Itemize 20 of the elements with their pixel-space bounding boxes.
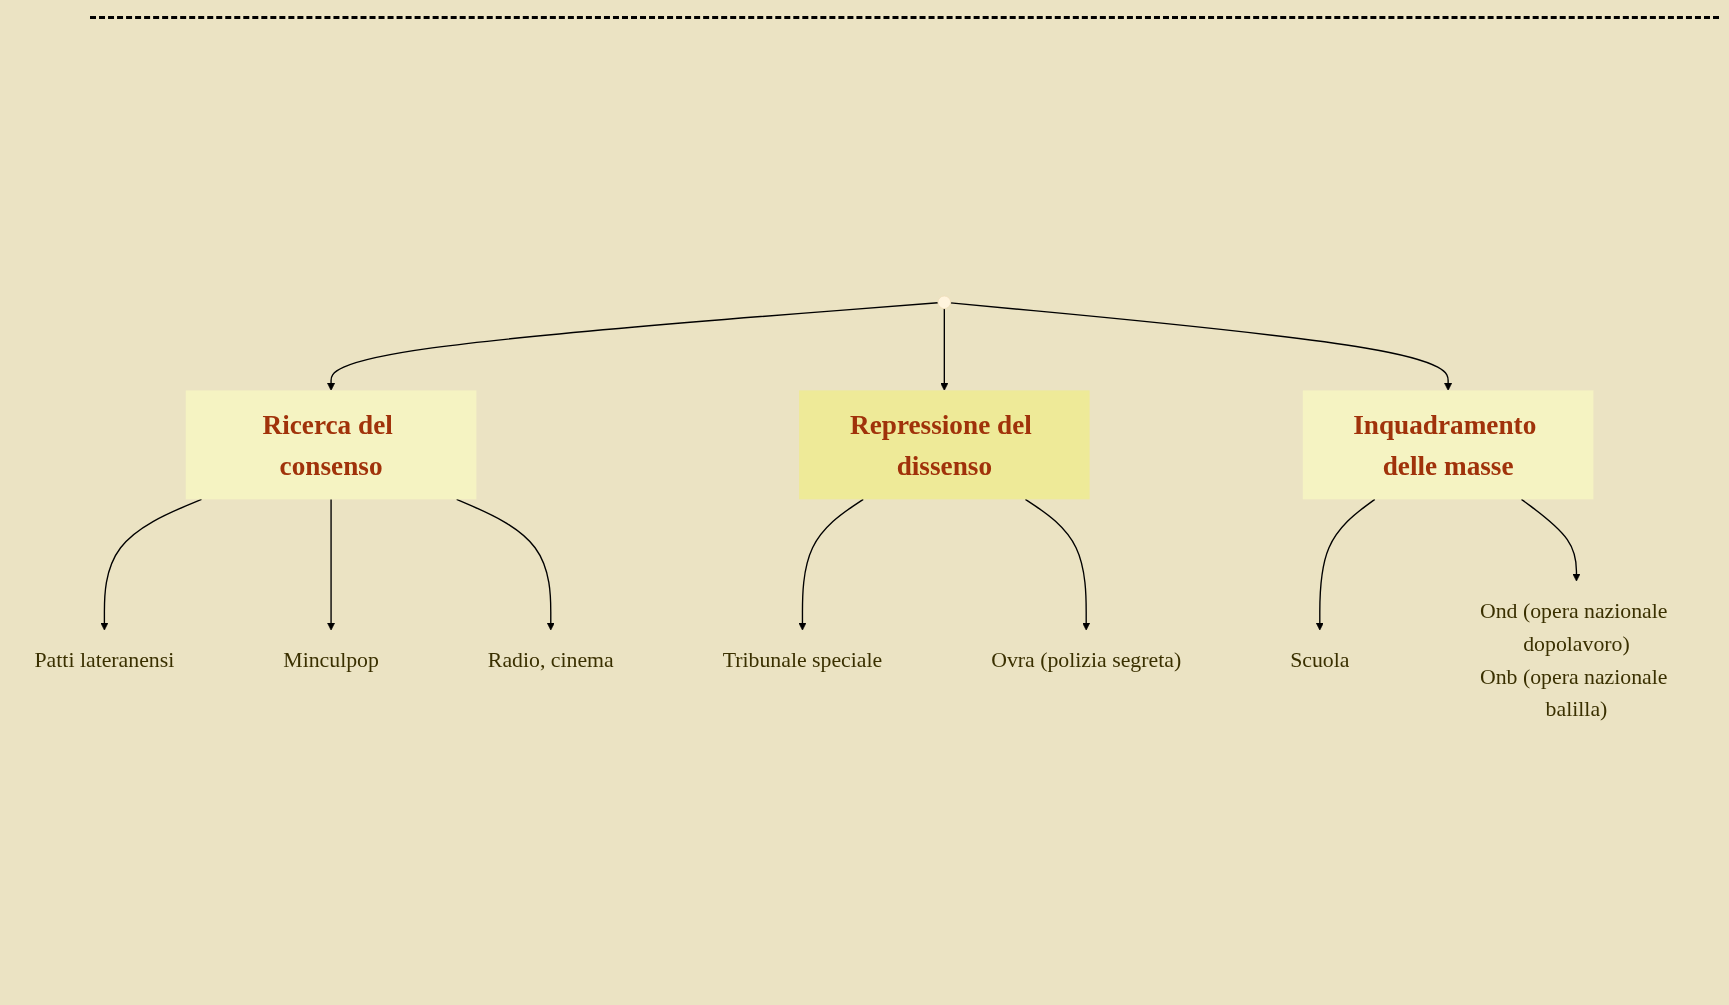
node-text: Tribunale speciale	[722, 648, 883, 672]
arrow	[327, 302, 939, 391]
arrow	[1520, 498, 1581, 582]
arrow	[455, 498, 555, 631]
node-box: Repressione del dissenso	[799, 390, 1090, 500]
node-text: Minculpop	[283, 648, 379, 672]
node-text: Patti lateranensi	[34, 648, 175, 672]
arrow	[949, 302, 1453, 391]
node-text: Ovra (polizia segreta)	[991, 648, 1182, 672]
node-text: Radio, cinema	[487, 648, 614, 672]
arrow	[1024, 498, 1091, 631]
arrow	[100, 498, 203, 631]
node-text: Ond (opera nazionale dopolavoro) Onb (opera nazionale balilla)	[1479, 599, 1668, 721]
arrow	[798, 498, 864, 631]
arrow	[1315, 498, 1376, 631]
node-text: Scuola	[1290, 648, 1350, 672]
node-box: Inquadramento delle masse	[1302, 390, 1594, 500]
arrow	[940, 308, 949, 391]
node-box: Ricerca del consenso	[185, 390, 477, 500]
arrow	[327, 498, 336, 631]
